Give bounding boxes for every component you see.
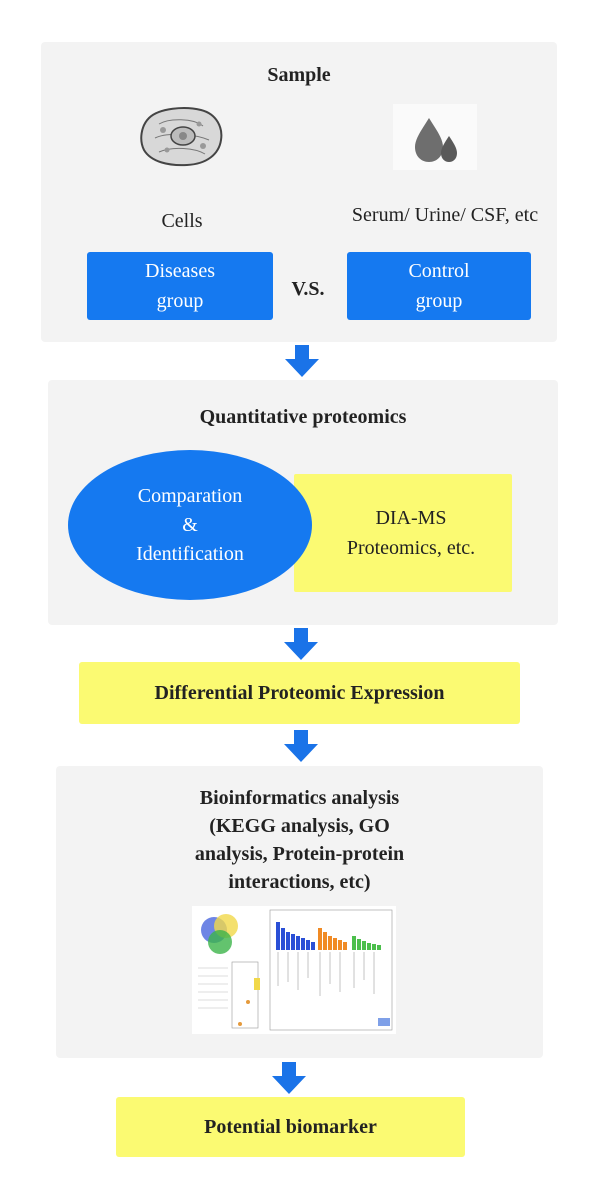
diseases-group-box: Diseases group	[87, 252, 273, 320]
sample-title: Sample	[267, 64, 331, 86]
sample-panel: Sample Cells Serum/ Urine/ CSF, etc Dise…	[41, 42, 557, 342]
fluid-drops-icon	[393, 104, 477, 170]
quant-title: Quantitative proteomics	[199, 406, 407, 428]
vs-label: V.S.	[291, 278, 325, 300]
cells-label: Cells	[161, 210, 203, 232]
cell-icon	[137, 104, 225, 168]
quant-panel: Quantitative proteomics DIA-MS Proteomic…	[48, 380, 558, 625]
dia-ms-label: DIA-MS Proteomics, etc.	[346, 507, 476, 559]
bioinfo-title: Bioinformatics analysis (KEGG analysis, …	[194, 787, 405, 893]
differential-expression-label: Differential Proteomic Expression	[154, 681, 445, 704]
differential-expression-box: Differential Proteomic Expression	[79, 662, 520, 724]
identification-label: Comparation & Identification	[136, 484, 244, 565]
identification-ellipse: Comparation & Identification	[68, 450, 312, 600]
down-arrow-icon	[284, 628, 318, 660]
control-group-box: Control group	[347, 252, 531, 320]
dia-ms-box: DIA-MS Proteomics, etc.	[294, 474, 512, 592]
down-arrow-icon	[284, 730, 318, 762]
fluid-label: Serum/ Urine/ CSF, etc	[351, 204, 539, 226]
down-arrow-icon	[285, 345, 319, 377]
potential-biomarker-label: Potential biomarker	[204, 1115, 377, 1138]
bioinfo-panel: Bioinformatics analysis (KEGG analysis, …	[56, 766, 543, 1058]
analysis-charts-image	[192, 906, 396, 1034]
potential-biomarker-box: Potential biomarker	[116, 1097, 465, 1157]
down-arrow-icon	[272, 1062, 306, 1094]
